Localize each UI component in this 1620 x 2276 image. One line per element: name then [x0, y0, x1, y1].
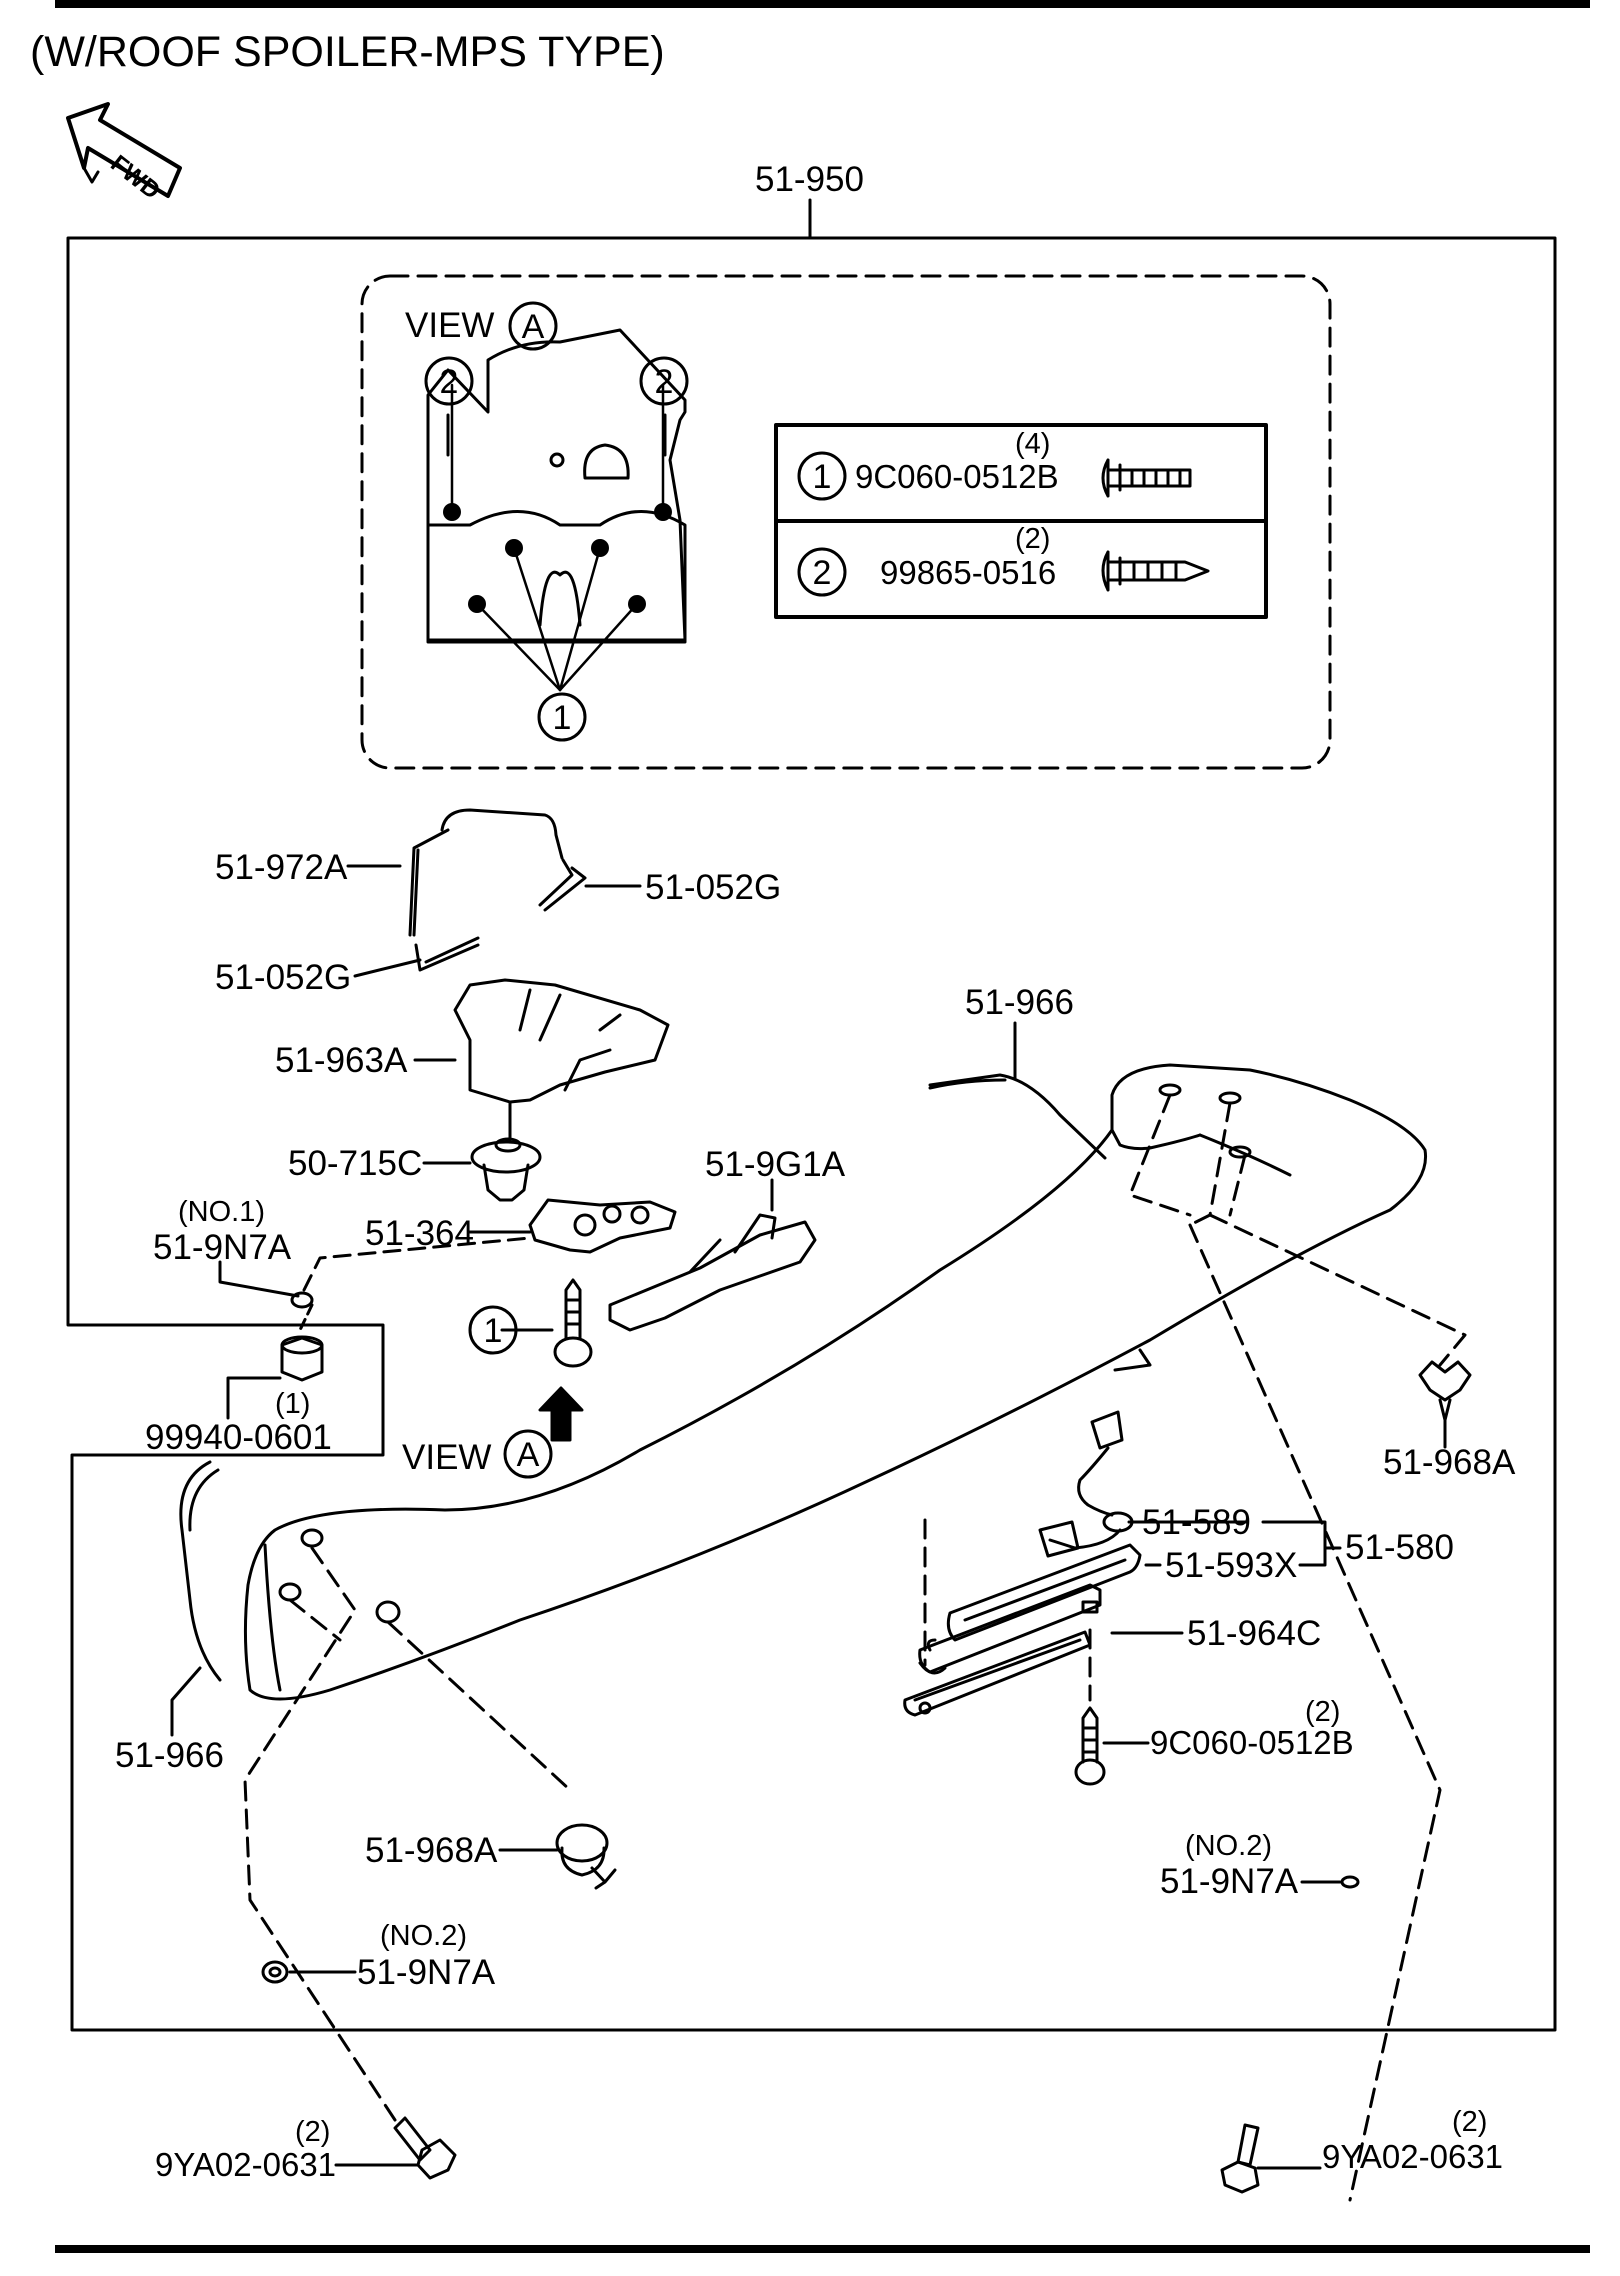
label-bolt-right-qty: (2) — [1452, 2106, 1488, 2138]
lamp-assembly — [903, 1410, 1342, 1717]
label-99940-0601: 99940-0601 — [145, 1418, 332, 1457]
label-50-715c: 50-715C — [288, 1144, 423, 1183]
label-9ya02-0631-right: 9YA02-0631 — [1322, 2138, 1504, 2175]
legend-part-1: 9C060-0512B — [855, 458, 1059, 495]
clip-715c — [422, 1137, 542, 1202]
label-51-589: 51-589 — [1142, 1503, 1251, 1542]
fwd-arrow-icon — [66, 102, 182, 198]
callout-1-bottom: 1 — [553, 699, 572, 737]
label-51-968a-bottom: 51-968A — [365, 1831, 498, 1870]
callout-2-right: 2 — [655, 363, 674, 401]
legend-num-1: 1 — [813, 458, 832, 496]
label-51-593x: 51-593X — [1165, 1546, 1298, 1585]
label-51-968a-right: 51-968A — [1383, 1443, 1516, 1482]
label-51-966-top: 51-966 — [965, 983, 1074, 1022]
seal-9n7a-left — [261, 1960, 357, 1984]
fastener-968a-bottom — [498, 1823, 617, 1890]
seal-9n7a-right — [1300, 1875, 1360, 1889]
label-no2-left: (NO.2) — [380, 1920, 467, 1952]
label-screw-qty: (2) — [1305, 1696, 1341, 1728]
legend-num-2: 2 — [813, 554, 832, 592]
seal-9n7a-no1 — [218, 1236, 532, 1332]
label-51-9n7a-right: 51-9N7A — [1160, 1862, 1299, 1901]
label-no2-right: (NO.2) — [1185, 1830, 1272, 1862]
view-a-label-bottom: VIEW — [402, 1438, 492, 1477]
label-51-963a: 51-963A — [275, 1041, 408, 1080]
screw-1-icon — [1101, 458, 1192, 498]
screw-9c060 — [1074, 1706, 1150, 1786]
label-51-966-left: 51-966 — [115, 1736, 224, 1775]
svg-text:A: A — [517, 1436, 540, 1474]
screw-view-a — [500, 1278, 593, 1442]
wire-972a — [346, 808, 642, 978]
legend-part-2: 99865-0516 — [880, 554, 1057, 591]
assembly-outline — [66, 236, 1557, 2032]
label-9ya02-0631-left: 9YA02-0631 — [155, 2146, 337, 2183]
label-51-580: 51-580 — [1345, 1528, 1454, 1567]
nut-99940 — [226, 1335, 324, 1420]
view-a-detail — [426, 328, 687, 644]
molding-966-top — [928, 1021, 1107, 1160]
label-51-9g1a: 51-9G1A — [705, 1145, 846, 1184]
label-51-9n7a-no1: 51-9N7A — [153, 1228, 292, 1267]
label-51-9n7a-left: 51-9N7A — [357, 1953, 496, 1992]
bracket-364 — [468, 1198, 677, 1254]
label-51-052g-right: 51-052G — [645, 868, 782, 907]
label-no1: (NO.1) — [178, 1196, 265, 1228]
label-bolt-left-qty: (2) — [295, 2116, 331, 2148]
label-51-950: 51-950 — [755, 160, 864, 199]
label-51-364: 51-364 — [365, 1214, 474, 1253]
callout-1-screw: 1 — [484, 1312, 503, 1350]
label-51-052g-left: 51-052G — [215, 958, 352, 997]
label-51-964c: 51-964C — [1187, 1614, 1322, 1653]
legend-qty-2: (2) — [1015, 523, 1051, 555]
bolt-9ya02-right — [1220, 2123, 1322, 2194]
view-a-letter: A — [522, 308, 545, 346]
label-nut-qty: (1) — [275, 1388, 311, 1420]
bolt-9ya02-left — [334, 2116, 457, 2180]
view-a-circle-bottom: A — [503, 1429, 553, 1479]
label-51-972a: 51-972A — [215, 848, 348, 887]
molding-966-left — [170, 1460, 222, 1737]
label-9c060-0512b: 9C060-0512B — [1150, 1724, 1354, 1761]
fastener-968a-right — [1418, 1360, 1472, 1449]
diagram-title: (W/ROOF SPOILER-MPS TYPE) — [30, 28, 665, 76]
view-a-label-top: VIEW — [405, 306, 495, 345]
bottom-rule — [55, 2245, 1590, 2253]
bracket-9g1a — [608, 1178, 817, 1332]
legend-qty-1: (4) — [1015, 428, 1051, 460]
bracket-963a — [413, 978, 670, 1142]
callout-2-left: 2 — [440, 363, 459, 401]
screw-2-icon — [1101, 550, 1210, 592]
view-a-box — [360, 274, 1332, 770]
top-rule — [55, 0, 1590, 8]
